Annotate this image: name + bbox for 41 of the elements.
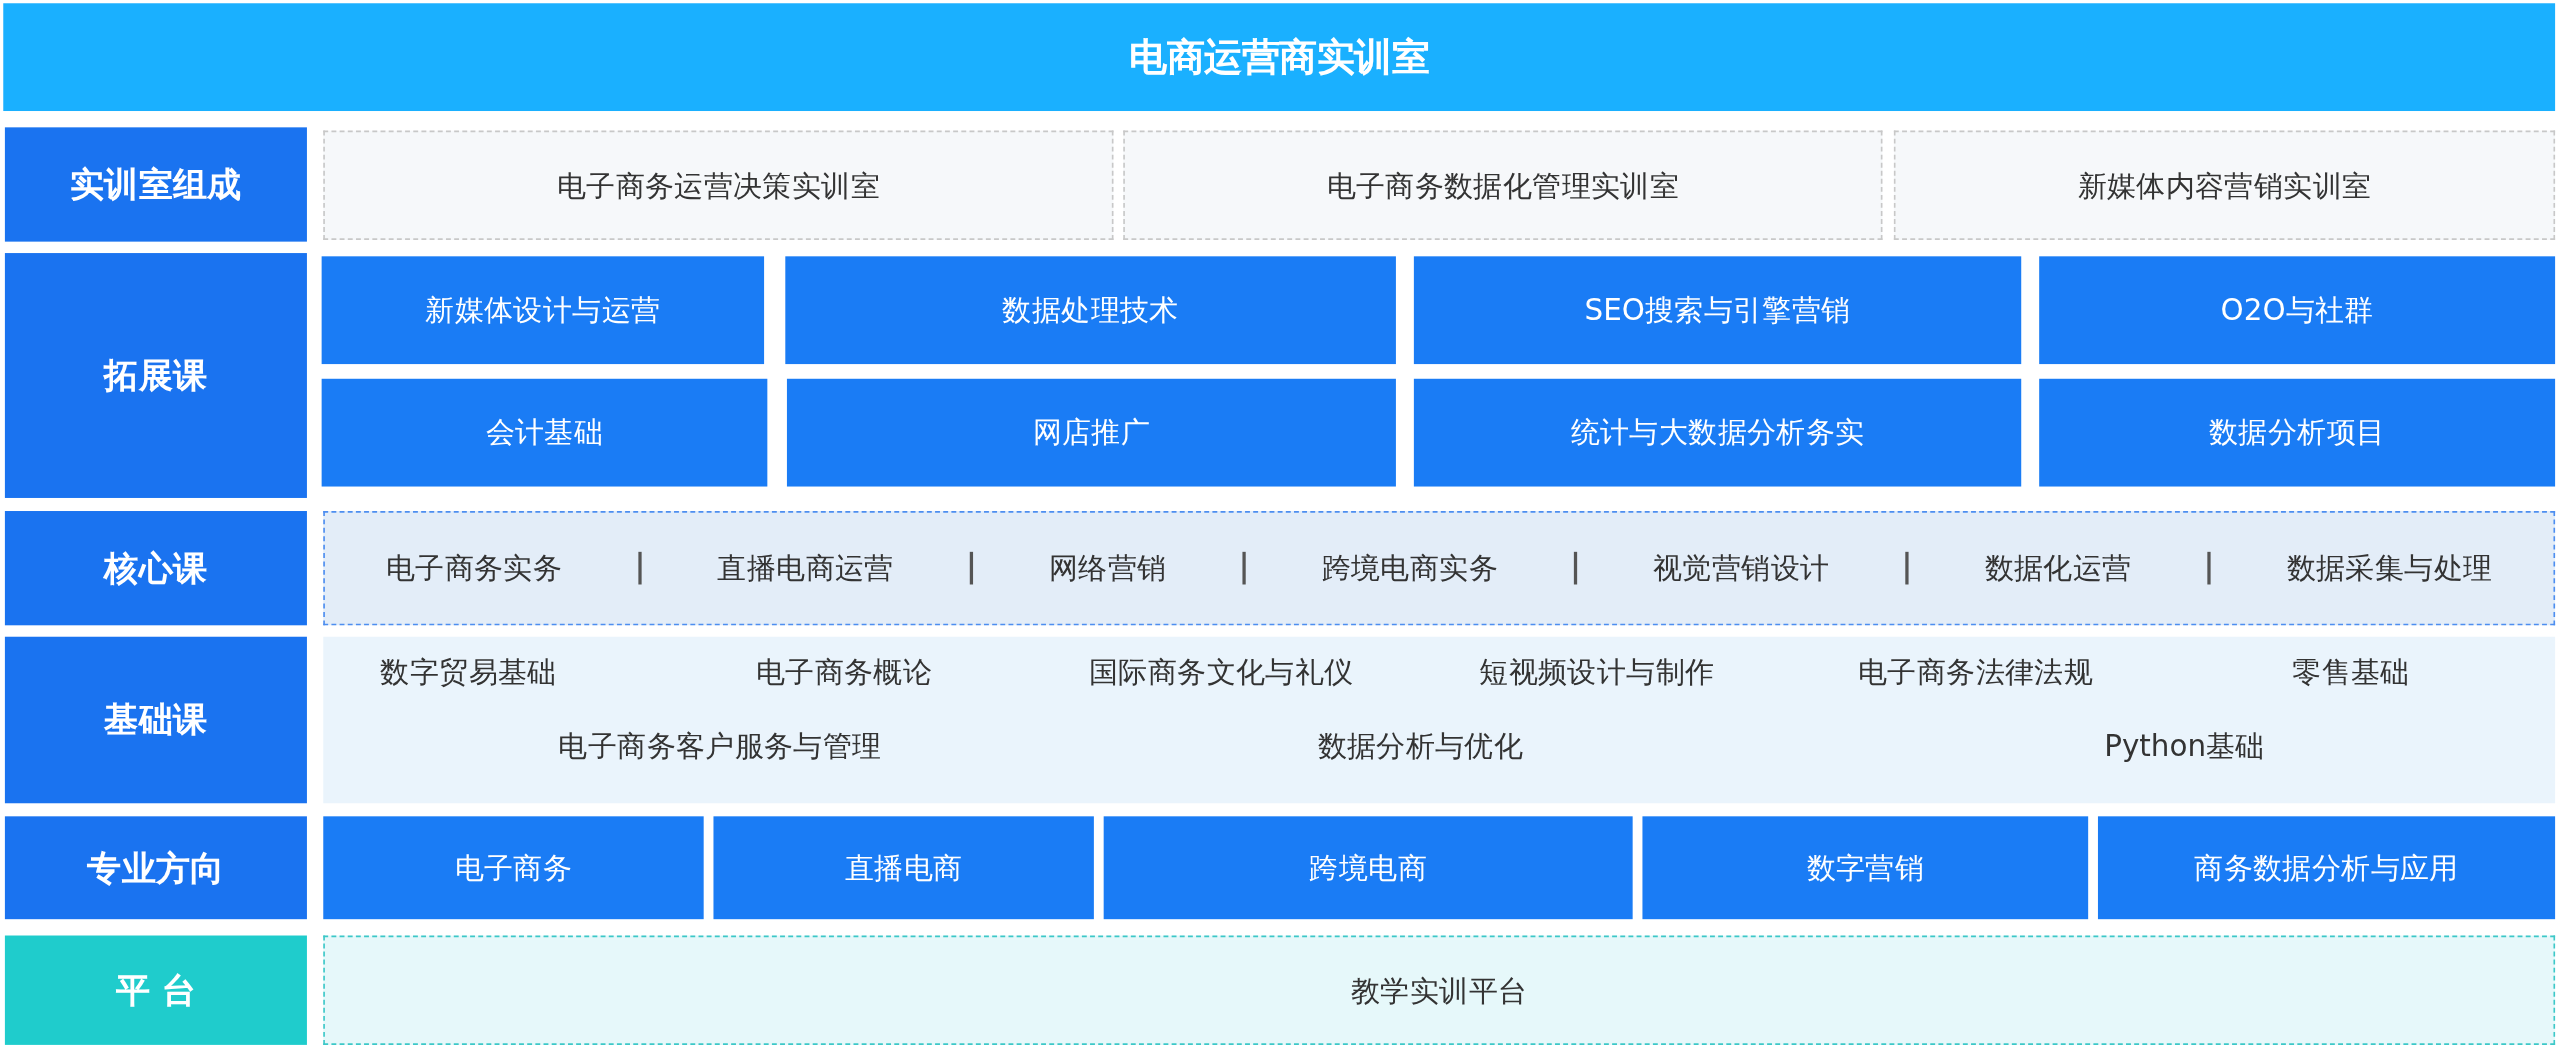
row-header: 实训室组成 bbox=[4, 127, 307, 242]
row-header: 专业方向 bbox=[4, 816, 307, 920]
row-header: 平 台 bbox=[4, 935, 307, 1045]
course-box: 数据处理技术 bbox=[785, 256, 1396, 365]
course-name: 电子商务概论 bbox=[755, 653, 933, 691]
course-box: 统计与大数据分析务实 bbox=[1413, 378, 2022, 487]
course-name: 网络营销 bbox=[1048, 549, 1167, 587]
course-box: 电子商务 bbox=[323, 816, 704, 920]
course-name: 零售基础 bbox=[2292, 653, 2410, 691]
course-band bbox=[323, 511, 2556, 626]
course-name: 电子商务客户服务与管理 bbox=[558, 727, 882, 765]
course-name: 数据分析与优化 bbox=[1317, 727, 1524, 765]
row-header: 基础课 bbox=[4, 636, 307, 804]
course-name: 视觉营销设计 bbox=[1653, 549, 1830, 587]
course-name: 电子商务法律法规 bbox=[1857, 653, 2094, 691]
course-name: Python基础 bbox=[2104, 727, 2265, 765]
course-name: 电子商务实务 bbox=[385, 549, 563, 587]
course-box: O2O与社群 bbox=[2039, 256, 2556, 365]
course-name: 国际商务文化与礼仪 bbox=[1089, 653, 1354, 691]
course-name: 数据采集与处理 bbox=[2286, 549, 2493, 587]
course-box: 新媒体设计与运营 bbox=[321, 256, 765, 365]
course-box: 直播电商 bbox=[713, 816, 1094, 920]
course-box: 会计基础 bbox=[321, 378, 768, 487]
row-header: 拓展课 bbox=[4, 253, 307, 498]
course-box: 数字营销 bbox=[1642, 816, 2089, 920]
course-name: 数据化运营 bbox=[1984, 549, 2132, 587]
course-name: 数字贸易基础 bbox=[380, 653, 557, 691]
lab-box: 新媒体内容营销实训室 bbox=[1893, 130, 2556, 240]
course-name: 短视频设计与制作 bbox=[1479, 653, 1715, 691]
title-banner: 电商运营商实训室 bbox=[3, 3, 2556, 111]
row-header: 核心课 bbox=[4, 511, 307, 626]
lab-box: 电子商务数据化管理实训室 bbox=[1123, 130, 1883, 240]
platform-band: 教学实训平台 bbox=[323, 935, 2556, 1045]
course-box: SEO搜索与引擎营销 bbox=[1413, 256, 2022, 365]
course-name: 直播电商运营 bbox=[717, 549, 894, 587]
course-box: 跨境电商 bbox=[1103, 816, 1633, 920]
course-box: 网店推广 bbox=[786, 378, 1396, 487]
course-box: 商务数据分析与应用 bbox=[2097, 816, 2556, 920]
lab-box: 电子商务运营决策实训室 bbox=[323, 130, 1114, 240]
course-name: 跨境电商实务 bbox=[1321, 549, 1498, 587]
course-box: 数据分析项目 bbox=[2039, 378, 2556, 487]
